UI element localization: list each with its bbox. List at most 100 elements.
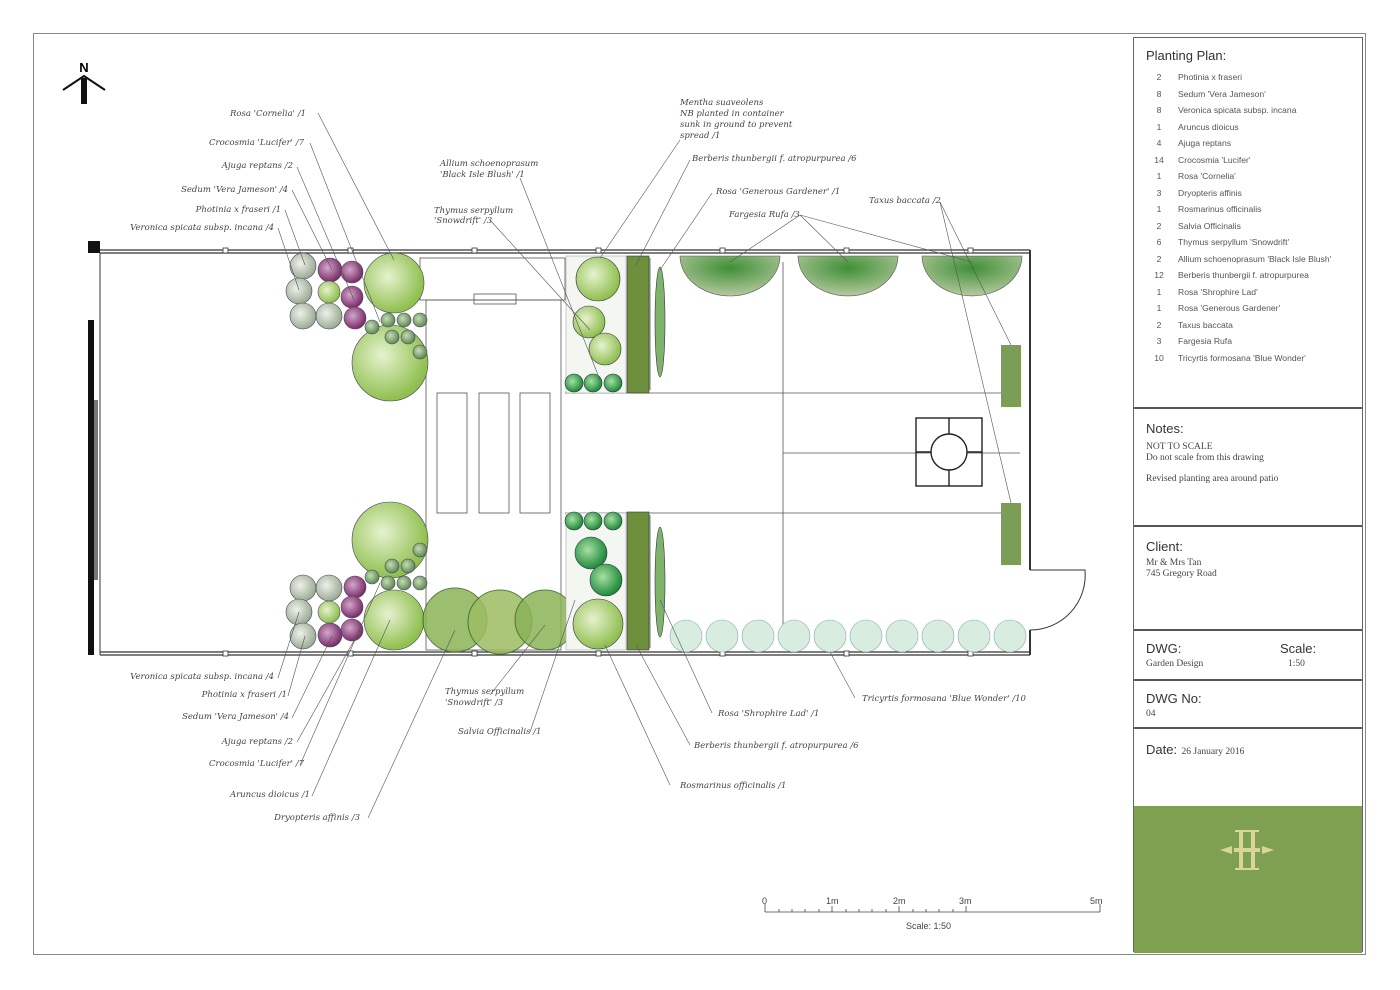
label-veronica-top: Veronica spicata subsp. incana /4 bbox=[130, 223, 274, 233]
plant-name: Aruncus dioicus bbox=[1178, 121, 1239, 132]
label-rosa-generous: Rosa 'Generous Gardener' /1 bbox=[715, 187, 840, 197]
label-crocosmia-top: Crocosmia 'Lucifer' /7 bbox=[209, 138, 305, 148]
plant-name: Rosa 'Cornelia' bbox=[1178, 171, 1236, 181]
label-taxus: Taxus baccata /2 bbox=[869, 196, 941, 206]
plant-labels: Rosa 'Cornelia' /1 Crocosmia 'Lucifer' /… bbox=[130, 98, 1026, 823]
garden-table bbox=[915, 417, 983, 487]
drawing-sheet bbox=[33, 33, 1366, 955]
label-ajuga-bottom: Ajuga reptans /2 bbox=[221, 737, 293, 747]
plant-qty: 1 bbox=[1156, 303, 1162, 313]
label-berberis-top: Berberis thunbergii f. atropurpurea /6 bbox=[691, 154, 857, 164]
plant-name: Photinia x fraseri bbox=[1178, 72, 1243, 82]
plant-qty: 1 bbox=[1156, 171, 1162, 181]
scale-caption: Scale: 1:50 bbox=[906, 921, 951, 931]
label-mentha-3: sunk in ground to prevent bbox=[680, 120, 793, 130]
notes-line-3: Revised planting area around patio bbox=[1146, 474, 1279, 484]
taxus-hedges bbox=[1001, 345, 1021, 565]
dwg-section: DWG: Garden Design Scale: 1:50 bbox=[1134, 631, 1362, 681]
notes-line-2: Do not scale from this drawing bbox=[1146, 453, 1264, 463]
label-fargesia: Fargesia Rufa /3 bbox=[728, 210, 800, 220]
date-section: Date: 26 January 2016 bbox=[1134, 729, 1362, 806]
label-tricyrtis: Tricyrtis formosana 'Blue Wonder' /10 bbox=[862, 694, 1027, 704]
label-mentha-2: NB planted in container bbox=[679, 109, 785, 119]
label-mentha-1: Mentha suaveolens bbox=[679, 98, 764, 108]
plant-qty: 2 bbox=[1156, 220, 1162, 231]
client-address: 745 Gregory Road bbox=[1146, 569, 1217, 579]
label-thymus-top-1: Thymus serpyllum bbox=[434, 206, 513, 216]
label-berberis-bottom: Berberis thunbergii f. atropurpurea /6 bbox=[693, 741, 859, 751]
label-sedum-top: Sedum 'Vera Jameson' /4 bbox=[181, 185, 288, 195]
north-arrow-icon: N bbox=[62, 60, 106, 104]
plant-qty: 2 bbox=[1156, 319, 1162, 330]
scale-value: 1:50 bbox=[1288, 659, 1305, 669]
plant-qty: 6 bbox=[1156, 237, 1162, 247]
label-thymus-top-2: 'Snowdrift' /3 bbox=[434, 216, 492, 226]
label-thymus-bottom-1: Thymus serpyllum bbox=[445, 687, 524, 697]
monogram-logo-icon bbox=[1220, 830, 1274, 870]
label-rosmarinus: Rosmarinus officinalis /1 bbox=[679, 781, 786, 791]
plant-name: Rosmarinus officinalis bbox=[1178, 204, 1262, 214]
plant-list-item: 1 Aruncus dioicus bbox=[1146, 119, 1350, 136]
scale-tick-5: 5m bbox=[1090, 896, 1103, 906]
scale-tick-0: 0 bbox=[762, 896, 767, 906]
label-veronica-bottom: Veronica spicata subsp. incana /4 bbox=[130, 672, 274, 682]
plant-name: Sedum 'Vera Jameson' bbox=[1178, 88, 1266, 99]
house-wall bbox=[88, 241, 101, 655]
leader-lines bbox=[277, 112, 1012, 819]
label-thymus-bottom-2: 'Snowdrift' /3 bbox=[445, 698, 503, 708]
notes-heading: Notes: bbox=[1146, 421, 1184, 436]
plant-list: 2 Photinia x fraseri 8 Sedum 'Vera Jameson'… bbox=[1146, 69, 1350, 366]
plant-qty: 10 bbox=[1154, 352, 1164, 363]
dwg-heading: DWG: bbox=[1146, 641, 1182, 656]
planting-bed-bottom-left bbox=[285, 501, 429, 651]
plant-name: Dryopteris affinis bbox=[1178, 187, 1242, 198]
label-rosa-shrophire: Rosa 'Shrophire Lad' /1 bbox=[717, 709, 819, 719]
plant-qty: 3 bbox=[1156, 187, 1162, 198]
client-heading: Client: bbox=[1146, 539, 1183, 554]
label-allium-2: 'Black Isle Blush' /1 bbox=[440, 170, 525, 180]
date-heading: Date: bbox=[1146, 742, 1178, 757]
plant-name: Veronica spicata subsp. incana bbox=[1178, 105, 1297, 115]
label-dryopteris: Dryopteris affinis /3 bbox=[273, 813, 360, 823]
plant-list-item: 1 Rosa 'Cornelia' bbox=[1146, 168, 1350, 185]
herb-bed-top bbox=[564, 255, 666, 394]
scale-heading: Scale: bbox=[1280, 641, 1317, 656]
planting-plan-heading: Planting Plan: bbox=[1146, 48, 1227, 63]
fern-group bbox=[422, 587, 576, 655]
plant-name: Fargesia Rufa bbox=[1178, 336, 1232, 346]
title-block: Planting Plan: 2 Photinia x fraseri 8 Sedum… bbox=[1133, 37, 1363, 953]
plant-qty: 4 bbox=[1156, 138, 1162, 148]
scale-tick-3: 3m bbox=[959, 896, 972, 906]
dwg-no-value: 04 bbox=[1146, 709, 1156, 719]
dwg-no-heading: DWG No: bbox=[1146, 691, 1202, 706]
plant-qty: 12 bbox=[1154, 270, 1164, 280]
plant-qty: 2 bbox=[1156, 253, 1162, 264]
date-value: 26 January 2016 bbox=[1181, 747, 1245, 757]
plant-qty: 14 bbox=[1154, 154, 1164, 165]
plant-qty: 2 bbox=[1156, 72, 1162, 82]
planting-plan-section: Planting Plan: 2 Photinia x fraseri 8 Sedum… bbox=[1134, 38, 1362, 409]
plant-qty: 1 bbox=[1156, 121, 1162, 132]
label-salvia: Salvia Officinalis /1 bbox=[458, 727, 541, 737]
planting-bed-top-left bbox=[285, 252, 429, 402]
notes-section: Notes: NOT TO SCALE Do not scale from th… bbox=[1134, 409, 1362, 527]
plant-qty: 1 bbox=[1156, 286, 1162, 297]
notes-line-1: NOT TO SCALE bbox=[1146, 442, 1213, 452]
label-allium-1: Allium schoenoprasum bbox=[439, 159, 538, 169]
plant-name: Rosa 'Generous Gardener' bbox=[1178, 303, 1281, 313]
plant-qty: 8 bbox=[1156, 88, 1162, 99]
client-section: Client: Mr & Mrs Tan 745 Gregory Road bbox=[1134, 527, 1362, 631]
plant-list-item: 2 Photinia x fraseri bbox=[1146, 69, 1350, 86]
